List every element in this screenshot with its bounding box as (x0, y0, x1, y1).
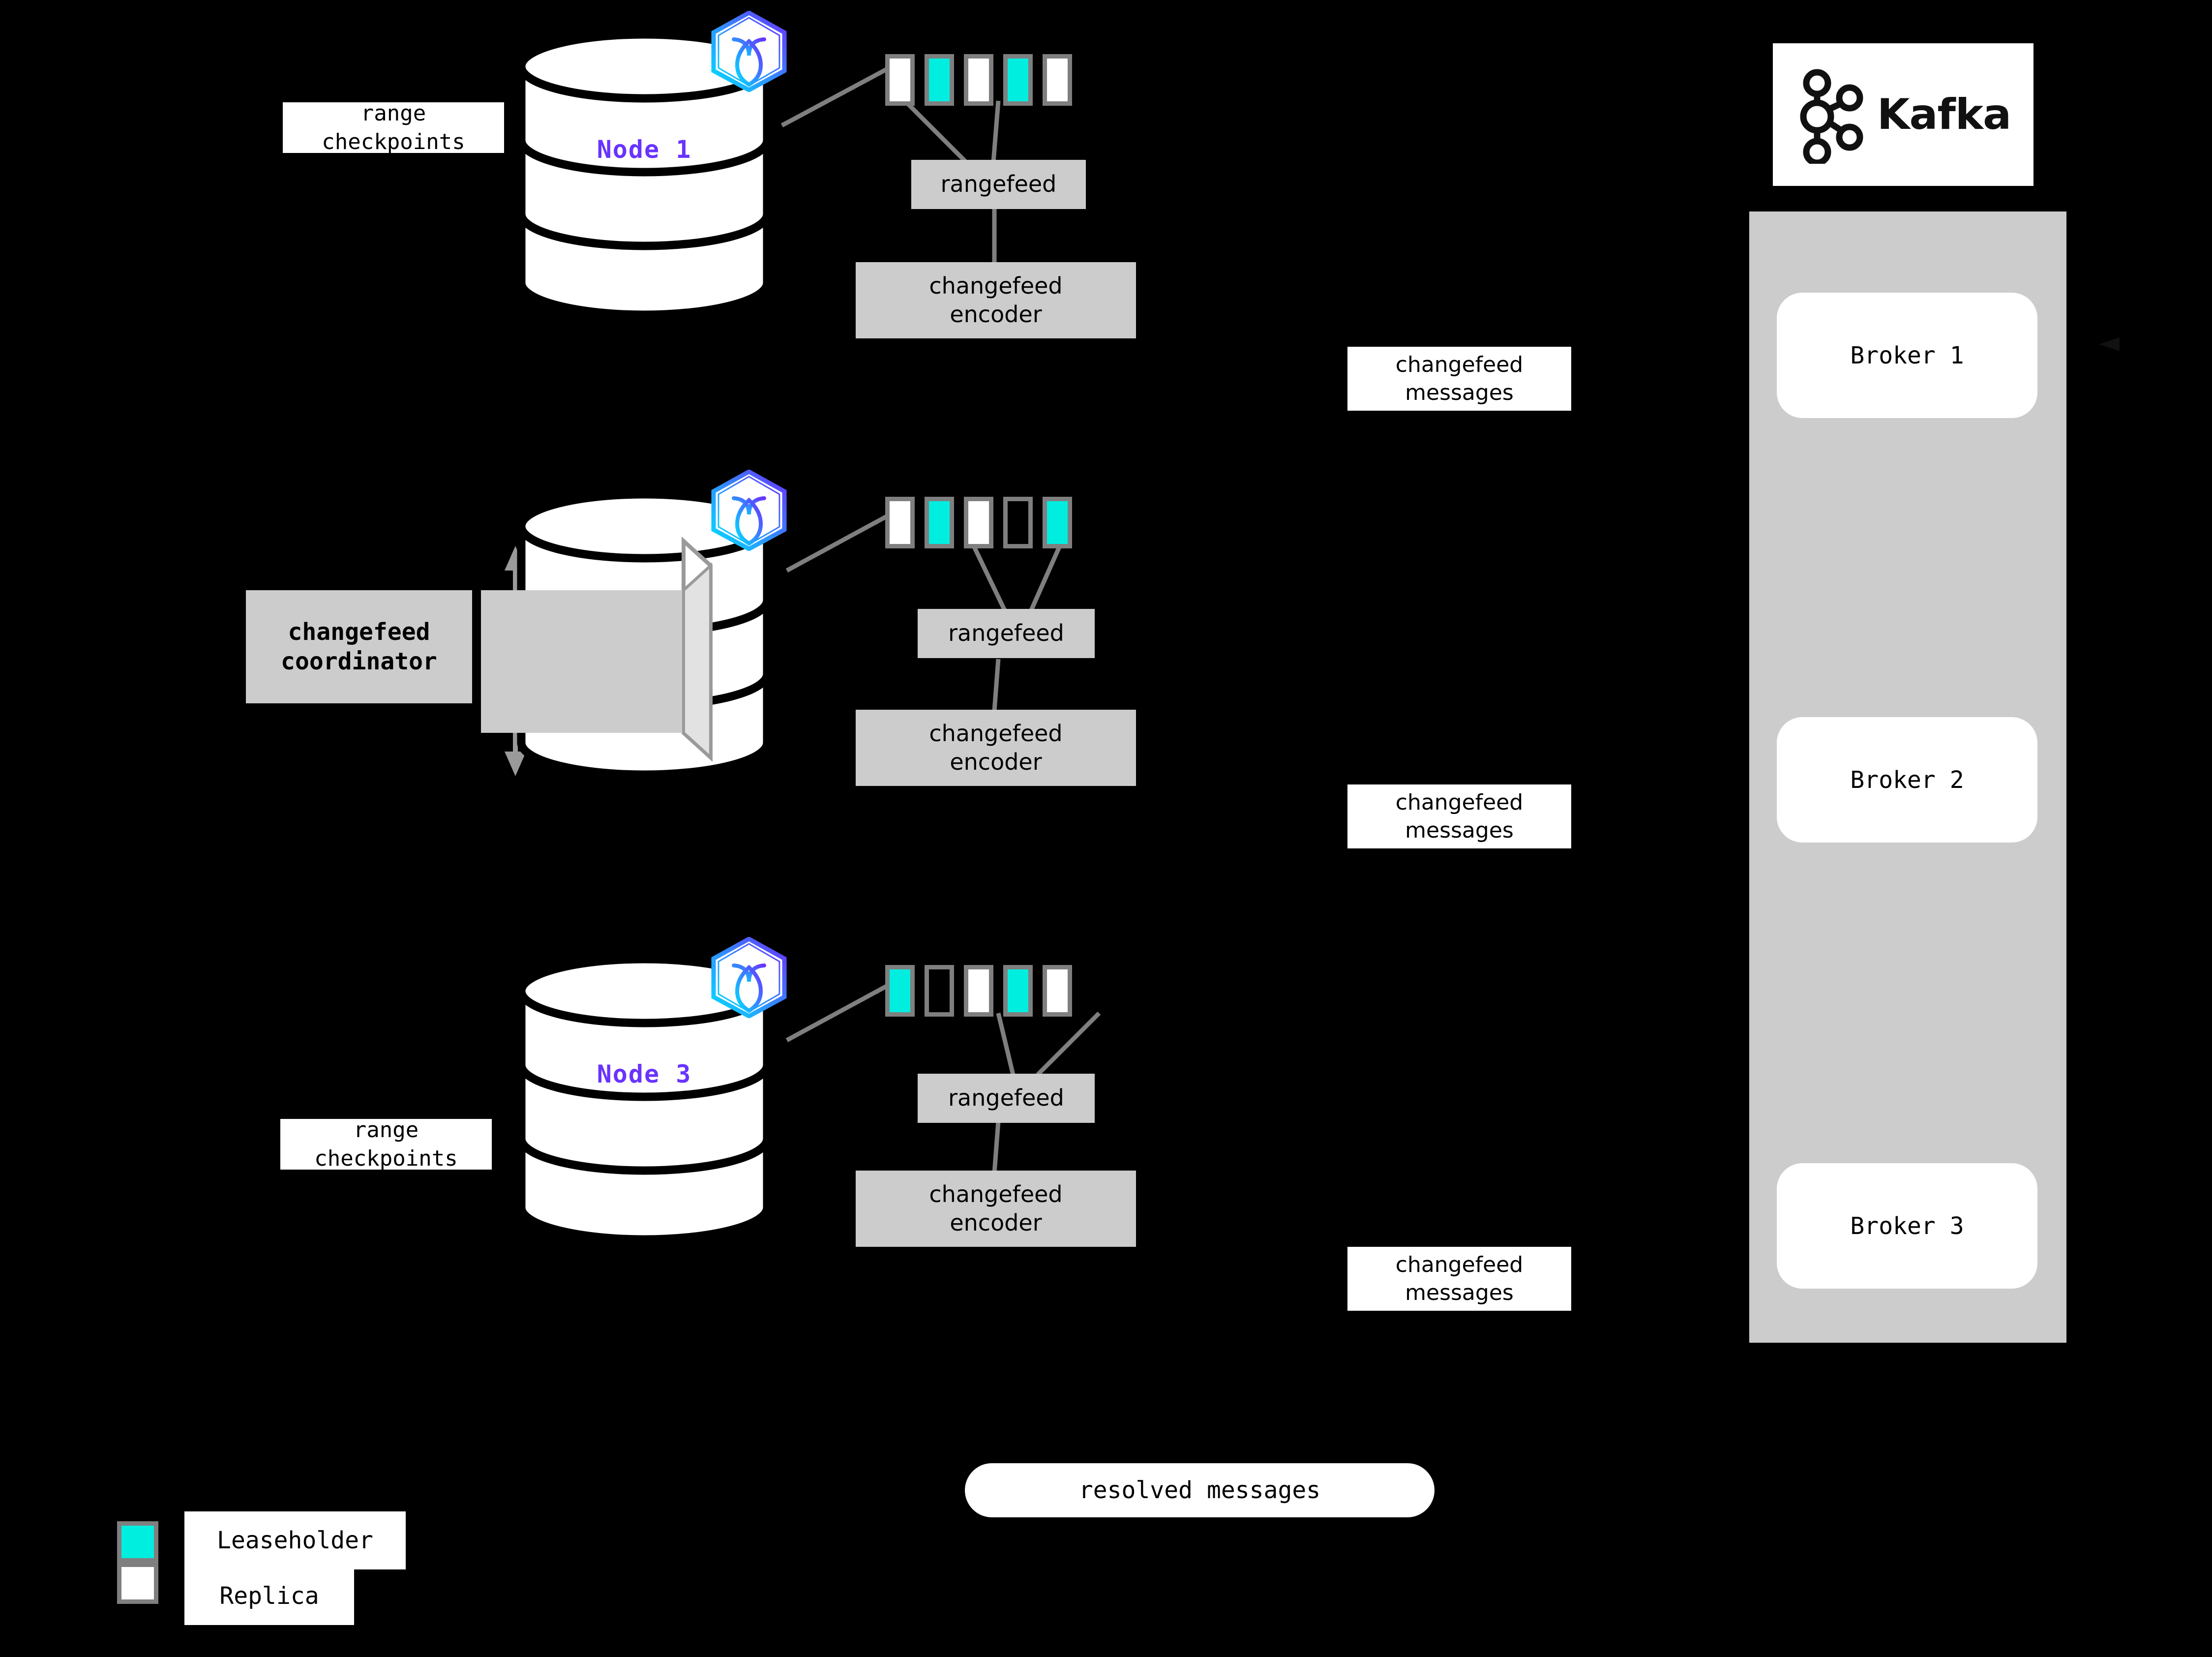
range-cell[interactable] (925, 497, 954, 548)
kafka-logo-card: Kafka (1773, 43, 2033, 186)
legend-swatch-leaseholder (117, 1521, 158, 1563)
node-1-changefeed-encoder-box[interactable]: changefeed encoder (856, 262, 1136, 338)
node-1-label: Node 1 (597, 135, 692, 164)
range-cell[interactable] (964, 497, 993, 548)
cockroachdb-hex-logo (710, 469, 788, 552)
node-1-range-checkpoints-label: range checkpoints (283, 101, 504, 154)
node-1-rangefeed-box[interactable]: rangefeed (911, 160, 1086, 209)
range-cell[interactable] (1043, 497, 1072, 548)
range-cell[interactable] (964, 965, 993, 1017)
node-2-rangefeed-box[interactable]: rangefeed (918, 609, 1095, 658)
kafka-broker-2[interactable]: Broker 2 (1777, 717, 2037, 843)
range-cell[interactable] (885, 965, 915, 1017)
kafka-broker-1[interactable]: Broker 1 (1777, 293, 2037, 418)
range-cell[interactable] (1003, 54, 1033, 106)
range-cell[interactable] (964, 54, 993, 106)
changefeed-messages-label-1: changefeed messages (1347, 347, 1571, 411)
range-cell[interactable] (885, 497, 915, 548)
range-cell[interactable] (1003, 965, 1033, 1017)
range-cell[interactable] (1043, 54, 1072, 106)
cylinder-shape (517, 955, 772, 1244)
range-cell[interactable] (925, 965, 954, 1017)
node-3-label: Node 3 (597, 1060, 692, 1088)
cockroachdb-hex-logo (710, 936, 788, 1019)
kafka-logo-text: Kafka (1877, 90, 2011, 139)
node-2-range-row (885, 497, 1072, 548)
node-1-range-row (885, 54, 1072, 106)
range-cell[interactable] (1043, 965, 1072, 1017)
legend-swatch-replica (117, 1563, 158, 1604)
node-3-range-row (885, 965, 1072, 1017)
legend-label-leaseholder: Leaseholder (184, 1511, 406, 1569)
kafka-broker-3[interactable]: Broker 3 (1777, 1163, 2037, 1289)
changefeed-messages-label-3: changefeed messages (1347, 1247, 1571, 1311)
range-cell[interactable] (885, 54, 915, 106)
node-2-changefeed-encoder-box[interactable]: changefeed encoder (856, 710, 1136, 786)
changefeed-coordinator-label[interactable]: changefeed coordinator (246, 590, 472, 703)
legend-label-replica: Replica (184, 1567, 354, 1625)
node-1-cylinder: Node 1 (516, 30, 772, 325)
resolved-messages-pill: resolved messages (965, 1463, 1435, 1517)
node-3-cylinder: Node 3 (516, 954, 772, 1249)
node-3-range-checkpoints-label: range checkpoints (280, 1117, 492, 1171)
cockroachdb-hex-logo (710, 10, 788, 93)
kafka-nodes-icon (1800, 69, 1863, 164)
changefeed-messages-label-2: changefeed messages (1347, 784, 1571, 848)
cylinder-shape (517, 30, 772, 319)
node-3-changefeed-encoder-box[interactable]: changefeed encoder (856, 1171, 1136, 1247)
range-cell[interactable] (1003, 497, 1033, 548)
node-3-rangefeed-box[interactable]: rangefeed (918, 1074, 1095, 1123)
range-cell[interactable] (925, 54, 954, 106)
changefeed-coordinator-callout (481, 536, 713, 762)
